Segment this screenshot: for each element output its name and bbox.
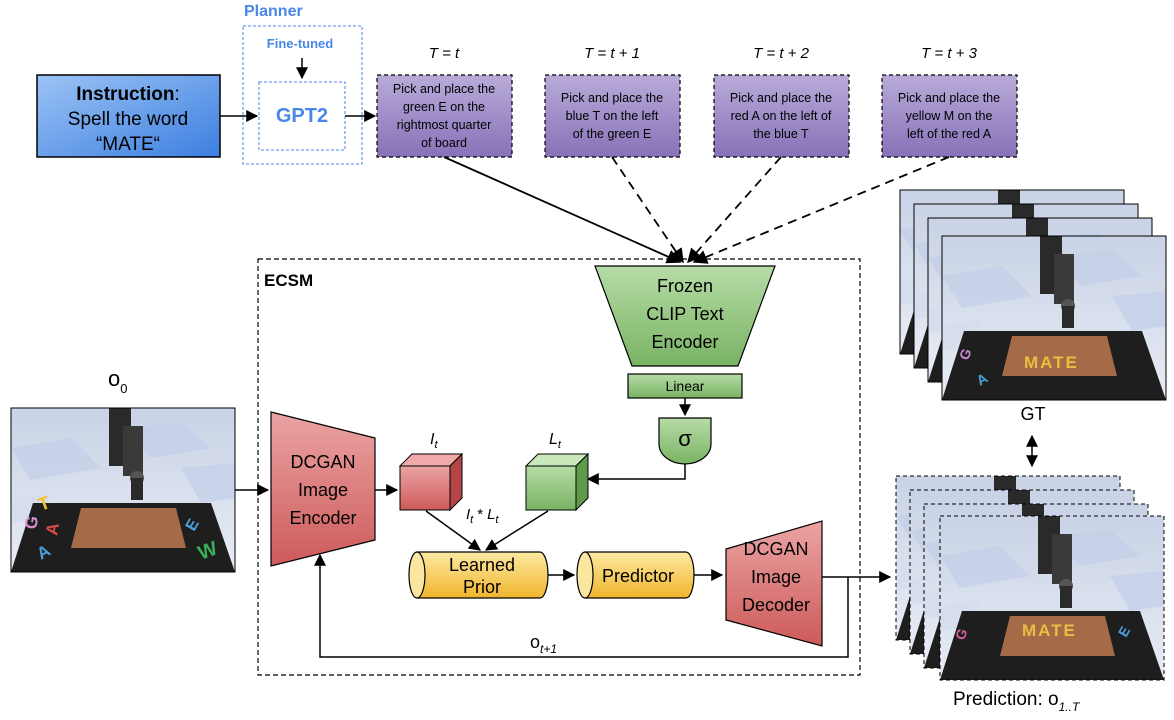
o0-label: o0 — [108, 366, 127, 396]
clip-line-2: CLIP Text — [646, 304, 723, 324]
finetuned-label: Fine-tuned — [267, 36, 333, 51]
clip-encoder — [594, 265, 776, 367]
feedback-loop-arrow — [314, 553, 849, 658]
decoder-line-2: Image — [751, 567, 801, 587]
lt-label: Lt — [549, 431, 562, 451]
step-0-line-1: Pick and place the — [393, 82, 495, 96]
ecsm-box — [257, 258, 861, 676]
prior-line-2: Prior — [463, 577, 501, 597]
it-to-prior-arrow — [425, 510, 481, 551]
predictor — [576, 551, 695, 599]
gt-stack: MATE G A — [899, 189, 1167, 401]
gt-board-text: MATE — [1024, 353, 1079, 372]
linear-box — [627, 373, 743, 399]
encoder-line-1: DCGAN — [290, 452, 355, 472]
prediction-label: Prediction: o1..T — [953, 689, 1081, 714]
sigma-to-lt-arrow — [586, 464, 686, 485]
step-1-line-3: of the green E — [573, 127, 652, 141]
step-2-arrow — [687, 156, 782, 264]
step-3-line-3: left of the red A — [907, 127, 992, 141]
step-2-line-1: Pick and place the — [730, 91, 832, 105]
dcgan-decoder — [725, 520, 823, 647]
lt-cube — [524, 452, 590, 512]
planner-box — [242, 25, 363, 165]
instruction-colon: : — [174, 84, 179, 105]
step-0: T = t Pick and place the green E on the … — [376, 45, 513, 158]
clip-line-1: Frozen — [657, 276, 713, 296]
sigma-label: σ — [678, 426, 692, 451]
svg-text:G: G — [21, 514, 42, 530]
feedback-label: ot+1 — [530, 632, 557, 656]
instruction-line3: “MATE“ — [96, 134, 160, 155]
instruction-box — [36, 74, 221, 158]
instruction-line1: Instruction: — [76, 84, 179, 105]
clip-line-3: Encoder — [651, 332, 718, 352]
step-2-label: T = t + 2 — [753, 45, 810, 62]
planner-title: Planner — [244, 3, 303, 20]
predictor-label: Predictor — [602, 566, 674, 586]
o0-image: T G A A E W — [10, 407, 236, 573]
sigma-block — [658, 417, 712, 465]
step-3-arrow — [692, 156, 950, 264]
step-0-label: T = t — [429, 45, 460, 62]
step-0-arrow — [443, 156, 682, 264]
prediction-board-text: MATE — [1022, 621, 1077, 640]
decoder-line-1: DCGAN — [743, 539, 808, 559]
it-cube — [398, 452, 464, 512]
step-1: T = t + 1 Pick and place the blue T on t… — [544, 45, 681, 158]
lt-to-prior-arrow — [484, 510, 549, 551]
step-2-box — [713, 74, 850, 158]
instruction-prefix: Instruction — [76, 84, 174, 105]
svg-text:A: A — [42, 521, 63, 536]
product-label: It*Lt — [466, 506, 499, 526]
svg-text:G: G — [952, 626, 971, 642]
step-3-line-2: yellow M on the — [906, 109, 993, 123]
svg-text:G: G — [956, 346, 975, 362]
prediction-stack: MATE G E — [895, 475, 1165, 681]
step-0-line-3: rightmost quarter — [397, 118, 491, 132]
gt-label: GT — [1021, 404, 1046, 424]
gpt2-label: GPT2 — [276, 105, 328, 127]
ecsm-title: ECSM — [264, 271, 313, 290]
step-0-line-4: of board — [421, 136, 467, 150]
step-1-line-1: Pick and place the — [561, 91, 663, 105]
dcgan-encoder — [270, 411, 376, 567]
step-0-box — [376, 74, 513, 158]
step-3: T = t + 3 Pick and place the yellow M on… — [881, 45, 1018, 158]
step-2-line-3: the blue T — [753, 127, 809, 141]
step-3-label: T = t + 3 — [921, 45, 978, 62]
step-2-line-2: red A on the left of — [731, 109, 832, 123]
step-1-line-2: blue T on the left — [566, 109, 659, 123]
learned-prior — [408, 551, 549, 599]
linear-label: Linear — [666, 378, 705, 394]
step-3-box — [881, 74, 1018, 158]
step-1-box — [544, 74, 681, 158]
instruction-line2: Spell the word — [68, 109, 188, 130]
step-1-label: T = t + 1 — [584, 45, 640, 62]
step-1-arrow — [611, 156, 684, 264]
prior-line-1: Learned — [449, 555, 515, 575]
step-0-line-2: green E on the — [403, 100, 485, 114]
step-3-line-1: Pick and place the — [898, 91, 1000, 105]
encoder-line-3: Encoder — [289, 508, 356, 528]
decoder-line-3: Decoder — [742, 595, 810, 615]
step-2: T = t + 2 Pick and place the red A on th… — [713, 45, 850, 158]
encoder-line-2: Image — [298, 480, 348, 500]
it-label: It — [430, 431, 438, 451]
